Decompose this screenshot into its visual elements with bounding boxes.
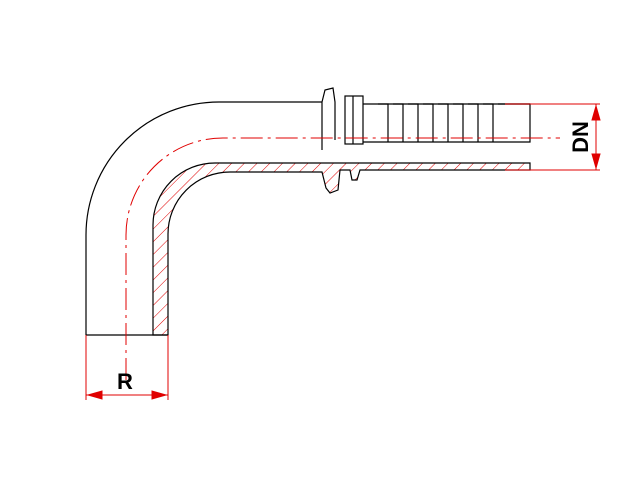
arrowhead-icon	[591, 153, 601, 170]
barb-ridges	[378, 103, 530, 142]
dn-dimension	[505, 103, 601, 171]
arrowhead-icon	[86, 390, 103, 400]
hex-nut	[344, 95, 364, 145]
r-dimension	[85, 335, 169, 400]
arrowhead-icon	[151, 390, 168, 400]
hatched-wall-section	[152, 162, 531, 336]
r-label: R	[117, 369, 133, 394]
collar-outline	[315, 87, 336, 150]
centerline	[125, 137, 560, 380]
dn-label: DN	[568, 121, 593, 153]
elbow-outer-outline	[85, 101, 315, 335]
arrowhead-icon	[591, 104, 601, 121]
